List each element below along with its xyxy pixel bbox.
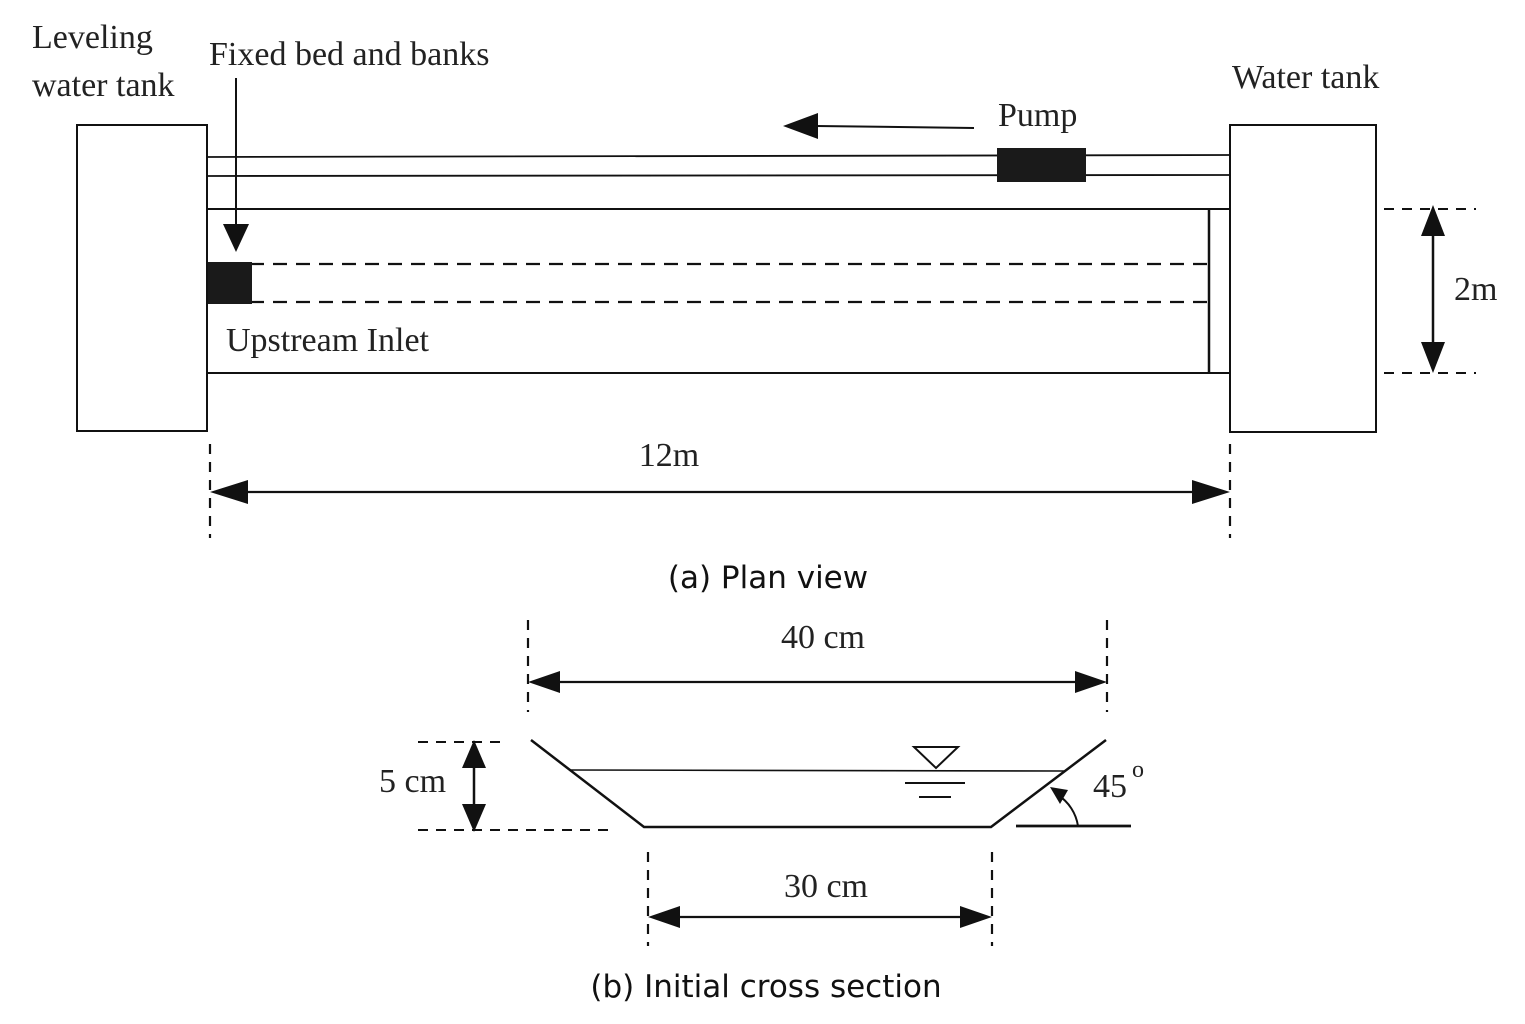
water-level-symbol	[911, 746, 961, 770]
water-surface-line	[568, 769, 1066, 772]
upstream-inlet-label: Upstream Inlet	[226, 322, 430, 359]
length-arrowhead-right	[1192, 480, 1230, 504]
top-width-arrowhead-right	[1075, 671, 1107, 693]
leveling-water-tank	[76, 124, 208, 432]
water-tank	[1229, 124, 1377, 433]
cross-section: 40 cm 5 cm 45 o 30 cm (b) Initial cross …	[379, 619, 1144, 1005]
flow-direction-line	[815, 125, 975, 129]
flow-direction-arrowhead	[783, 113, 818, 139]
angle-label: 45	[1093, 768, 1127, 805]
channel-profile	[530, 739, 1107, 829]
plan-view: Leveling water tank Water tank Pump Fixe…	[32, 19, 1497, 596]
plan-view-caption: (a) Plan view	[668, 560, 868, 596]
bottom-width-arrowhead-left	[648, 906, 680, 928]
length-label: 12m	[639, 437, 699, 474]
pump-label: Pump	[998, 97, 1077, 134]
pump	[997, 148, 1086, 182]
leveling-tank-label-line2: water tank	[32, 67, 175, 104]
top-width-arrowhead-left	[528, 671, 560, 693]
width-label: 2m	[1454, 271, 1497, 308]
angle-degree-mark: o	[1132, 757, 1144, 783]
bottom-width-label: 30 cm	[784, 868, 868, 905]
fixed-bed-block	[208, 262, 252, 304]
width-arrowhead-top	[1421, 205, 1445, 236]
leveling-tank-label-line1: Leveling	[32, 19, 153, 56]
depth-arrowhead-top	[462, 740, 486, 768]
angle-arc-arrowhead	[1050, 787, 1068, 804]
width-arrowhead-bottom	[1421, 342, 1445, 373]
cross-section-caption: (b) Initial cross section	[590, 969, 941, 1005]
depth-arrowhead-bottom	[462, 804, 486, 832]
top-width-label: 40 cm	[781, 619, 865, 656]
bottom-width-arrowhead-right	[960, 906, 992, 928]
fixed-bed-label: Fixed bed and banks	[209, 36, 489, 73]
water-tank-label: Water tank	[1232, 59, 1379, 96]
length-arrowhead-left	[210, 480, 248, 504]
depth-label: 5 cm	[379, 763, 446, 800]
fixed-bed-pointer-arrowhead	[223, 224, 249, 252]
